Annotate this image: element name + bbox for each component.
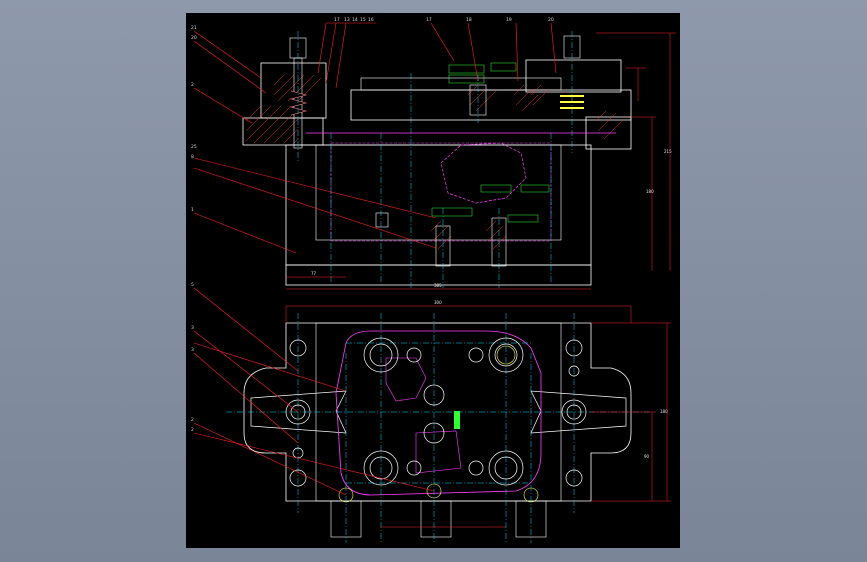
part-profile-hidden	[440, 142, 527, 204]
guide-post-1	[363, 337, 399, 373]
gdt-frames	[431, 62, 550, 223]
dim-plan-depth: 180	[660, 409, 668, 414]
plan-clamp-right	[530, 390, 627, 434]
balloon-top-1: 17	[334, 17, 340, 23]
balloon-plan-2: 3	[191, 325, 194, 331]
dim-overall-height: 215	[664, 149, 672, 154]
balloon-top-3: 14	[352, 17, 358, 23]
balloon-left-6: 1	[191, 207, 194, 213]
balloon-plan-1: 5	[191, 282, 194, 288]
upper-plate	[360, 77, 562, 91]
pilot-hole-1	[289, 339, 307, 357]
yellow-marks	[560, 95, 584, 109]
balloon-plan-4: 2	[191, 417, 194, 423]
plan-holes	[285, 337, 587, 487]
balloon-top-7: 18	[466, 17, 472, 23]
balloon-top-5: 16	[368, 17, 374, 23]
balloon-top-9: 20	[548, 17, 554, 23]
dimension-lines-front	[286, 32, 676, 290]
plan-clamp-left	[250, 390, 347, 434]
balloon-top-8: 19	[506, 17, 512, 23]
guide-post-2	[488, 337, 524, 373]
balloon-top-6: 17	[426, 17, 432, 23]
lower-die-base	[285, 264, 592, 286]
lower-cavity	[315, 144, 562, 241]
spring	[289, 90, 308, 116]
plan-markers	[454, 411, 460, 429]
dim-inner-height: 180	[646, 189, 654, 194]
balloon-top-2: 13	[344, 17, 350, 23]
balloon-left-4: 25	[191, 144, 197, 150]
bolt-mid	[469, 84, 487, 116]
balloon-left-1: 21	[191, 25, 197, 31]
dim-plan-width: 300	[434, 300, 442, 305]
plan-pocket-1	[385, 357, 427, 402]
dimension-lines-plan	[285, 305, 671, 528]
bolts	[289, 35, 581, 267]
pilot-hole-4	[565, 469, 583, 487]
pilot-hole-2	[565, 339, 583, 357]
drawing-sheet: 215 180 385 77	[186, 13, 680, 548]
balloon-top-4: 15	[360, 17, 366, 23]
dim-base-width: 385	[434, 283, 442, 288]
leaders-front	[193, 22, 557, 254]
balloon-plan-3: 3	[191, 347, 194, 353]
balloon-left-2: 20	[191, 35, 197, 41]
balloon-plan-5: 2	[191, 427, 194, 433]
die-assembly-drawing: 215 180 385 77	[191, 17, 676, 543]
balloon-left-5: 8	[191, 154, 194, 160]
guide-post-4	[488, 450, 524, 486]
plan-part-hidden	[335, 330, 542, 496]
clamp-hole-left	[285, 399, 311, 425]
plan-dowels	[338, 345, 539, 503]
front-section-view: 215 180 385 77	[242, 31, 676, 290]
upper-die-shoe	[350, 89, 632, 121]
pilot-hole-3	[289, 469, 307, 487]
centerlines-plan	[226, 313, 651, 543]
plan-foot-2	[420, 500, 452, 538]
left-clamp-upper	[260, 62, 327, 119]
upper-die-cap	[525, 59, 622, 93]
dim-base-offset: 77	[311, 271, 317, 276]
balloon-left-3: 2	[191, 82, 194, 88]
guide-post-3	[363, 450, 399, 486]
dim-plan-half: 90	[644, 454, 650, 459]
plan-pocket-2	[415, 430, 462, 474]
plan-view: 300 180 90	[226, 300, 671, 543]
leaders-plan	[193, 287, 435, 496]
clamp-hole-right	[561, 399, 587, 425]
lower-die-body	[285, 144, 592, 266]
screw-small	[375, 212, 389, 228]
inner-block	[330, 142, 552, 242]
